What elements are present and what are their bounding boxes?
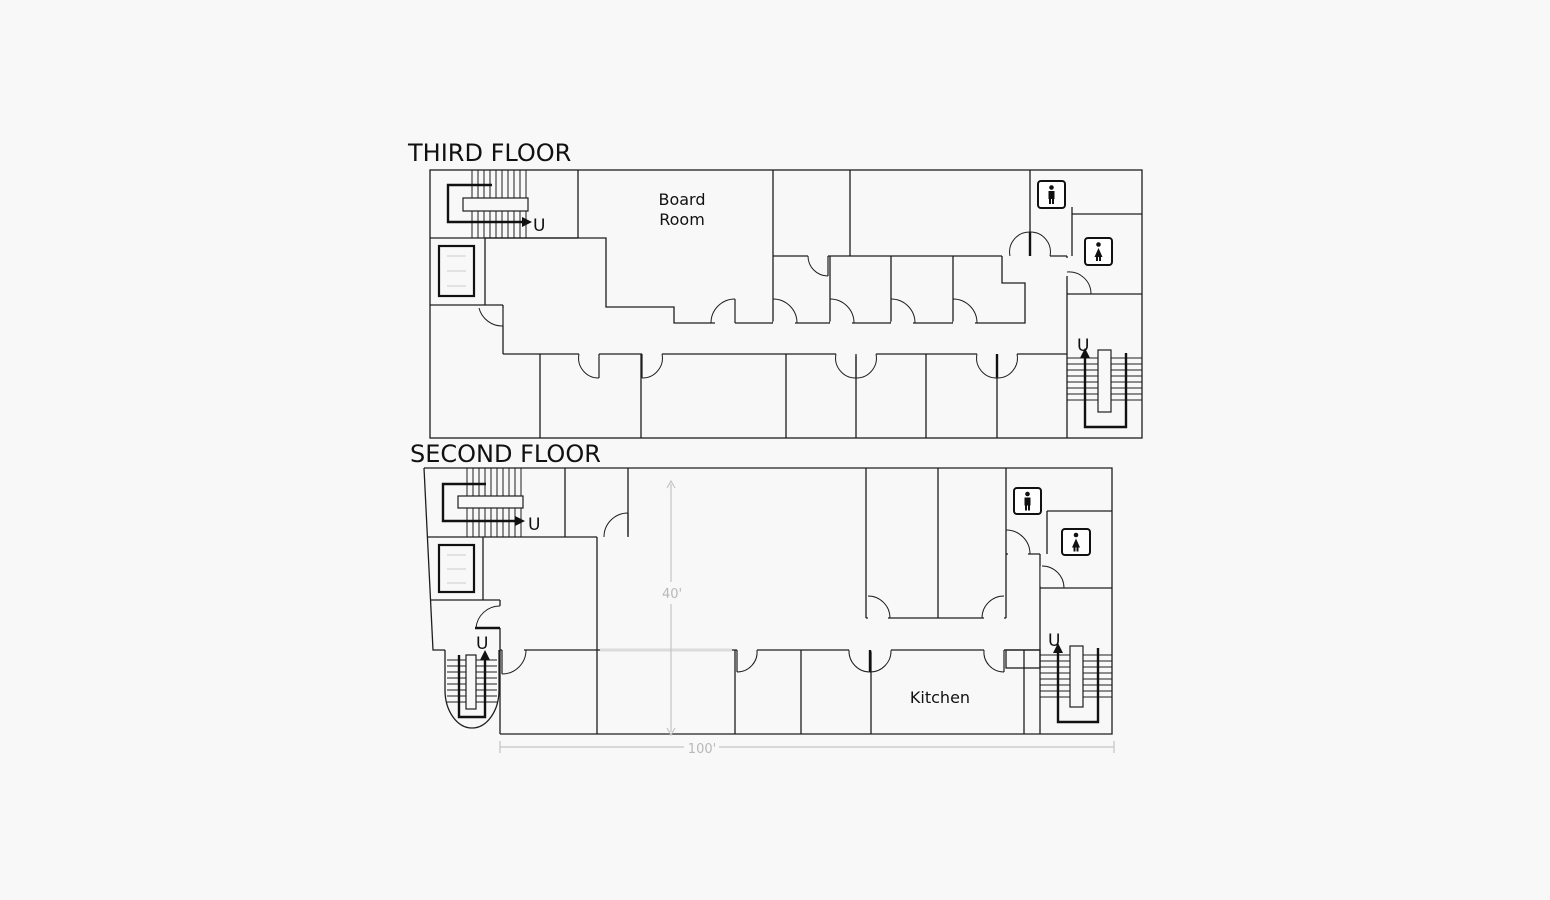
second-stair-sw-up-label: U [476,634,488,654]
second-floor-stair-southwest: U [444,634,500,729]
third-floor-title: THIRD FLOOR [407,139,571,167]
second-stair-west-up-label: U [528,515,540,535]
elevator-icon [437,244,476,298]
second-floor-stair-west: U [427,468,629,538]
third-corridor-north-wall [485,237,1026,324]
second-floor-restrooms [1006,487,1112,589]
board-room-label-line2: Room [659,210,705,229]
womens-restroom-icon [1084,237,1113,266]
dimension-lines: 40' 100' [499,479,1115,757]
second-floor-title: SECOND FLOOR [410,440,601,468]
second-floor-outline [424,467,1113,735]
second-floor-elevator [430,537,500,601]
kitchen-label: Kitchen [910,688,970,707]
third-stair-west-up-label: U [533,216,545,236]
third-floor-doors [478,231,1092,379]
second-floor-doors [475,512,1065,675]
third-stair-east-up-label: U [1077,336,1089,356]
second-stair-east-up-label: U [1048,631,1060,651]
dimension-height-label: 40' [662,587,682,602]
third-floor-plan: U Board Room [429,169,1143,439]
mens-restroom-icon [1037,180,1066,209]
board-room-label-line1: Board [658,190,705,209]
womens-restroom-icon [1061,528,1091,556]
third-floor-elevator [430,238,503,306]
third-floor-stair-west: U [430,170,579,239]
third-floor-restrooms [1029,170,1142,295]
second-floor-stair-east: U [1040,631,1112,724]
dimension-width-label: 100' [688,742,716,757]
mens-restroom-icon [1013,487,1042,515]
elevator-icon [437,543,476,594]
third-floor-stair-east: U [1067,336,1142,429]
second-floor-plan: U U [423,467,1115,757]
